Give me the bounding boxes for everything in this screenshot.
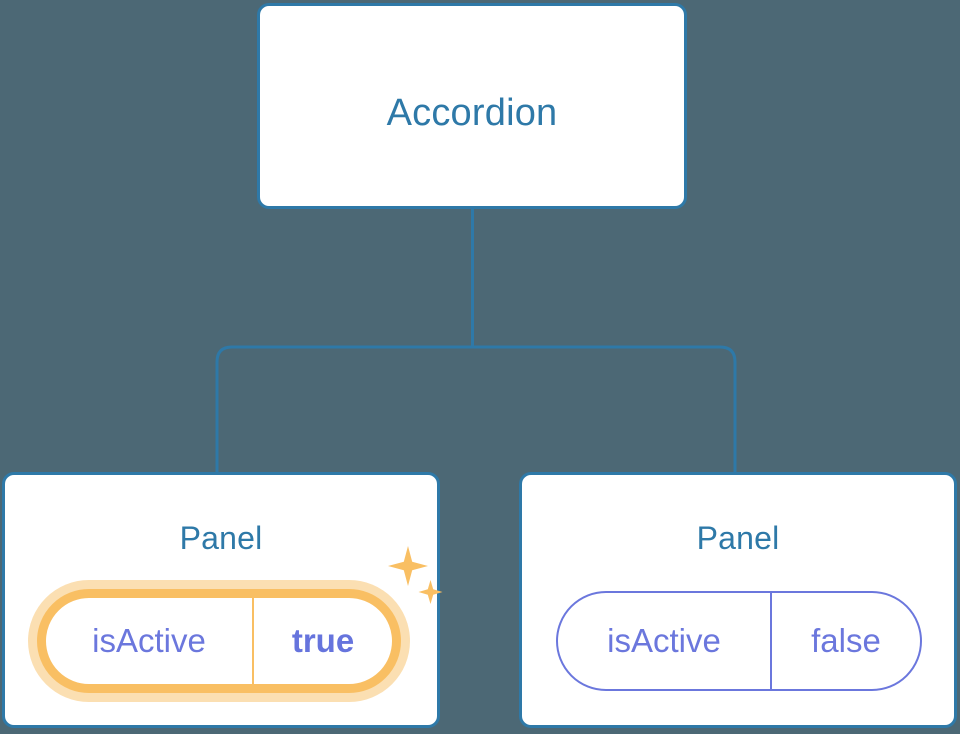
connector-branch-bracket (215, 345, 737, 472)
node-panel-left-title: Panel (179, 520, 263, 556)
sparkle-large-icon (388, 546, 428, 586)
prop-pill-key: isActive (46, 598, 254, 684)
node-accordion-title: Accordion (386, 92, 558, 134)
prop-pill-isactive-false[interactable]: isActive false (556, 591, 922, 691)
sparkle-small-icon (418, 580, 443, 604)
node-panel-right-title: Panel (696, 520, 780, 556)
prop-pill-isactive-true[interactable]: isActive true (37, 589, 401, 693)
prop-pill-value: true (291, 622, 355, 659)
prop-pill-value: false (811, 622, 881, 659)
prop-pill-key: isActive (558, 593, 772, 689)
node-accordion[interactable]: Accordion (257, 3, 687, 209)
sparkles-group (386, 544, 446, 608)
